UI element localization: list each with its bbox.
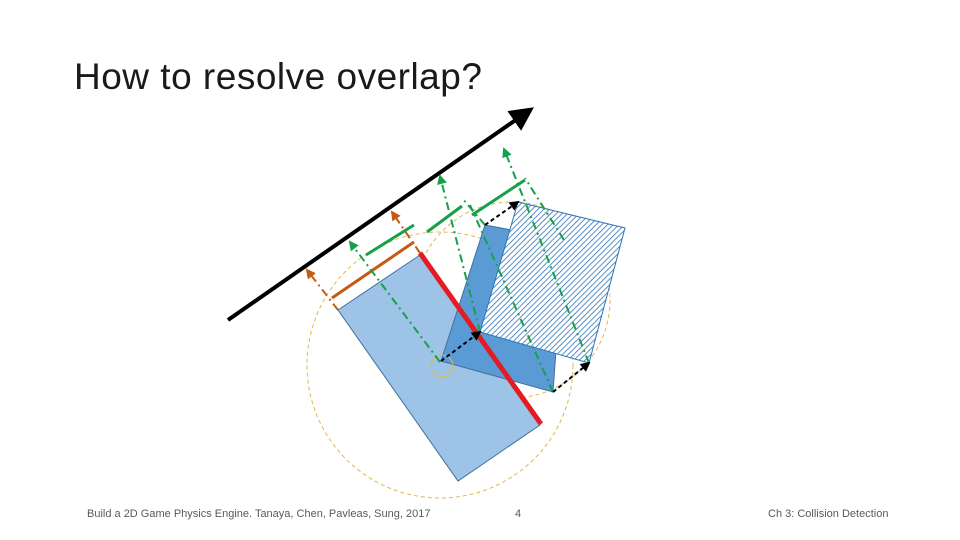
corner-marker: [430, 354, 454, 378]
projection-axis-line: [226, 107, 534, 322]
green-projection-dash-6: [524, 177, 565, 241]
bounding-circle-small: [413, 201, 611, 399]
orange-projection-dash-b: [390, 210, 421, 254]
bounding-circle-large: [306, 231, 574, 499]
orange-interval-segment: [331, 240, 415, 300]
footer-page-number: 4: [515, 508, 522, 520]
slide-title: How to resolve overlap?: [74, 56, 483, 97]
green-projection-dash-5: [469, 204, 554, 393]
green-projection-dash-1: [348, 240, 441, 363]
green-interval-segment-3: [471, 178, 526, 217]
light-blue-rectangle: [337, 254, 541, 482]
green-interval-segment-2: [426, 204, 463, 234]
support-vector-2: [552, 361, 591, 393]
orange-projection-dash-a: [305, 268, 339, 311]
support-vector-1: [440, 330, 482, 362]
green-projection-dash-3: [461, 197, 486, 226]
green-interval-segment-1: [365, 223, 415, 257]
footer-citation: Build a 2D Game Physics Engine. Tanaya, …: [87, 508, 431, 520]
green-projection-dash-4: [502, 147, 590, 364]
footer-chapter: Ch 3: Collision Detection: [768, 508, 889, 520]
